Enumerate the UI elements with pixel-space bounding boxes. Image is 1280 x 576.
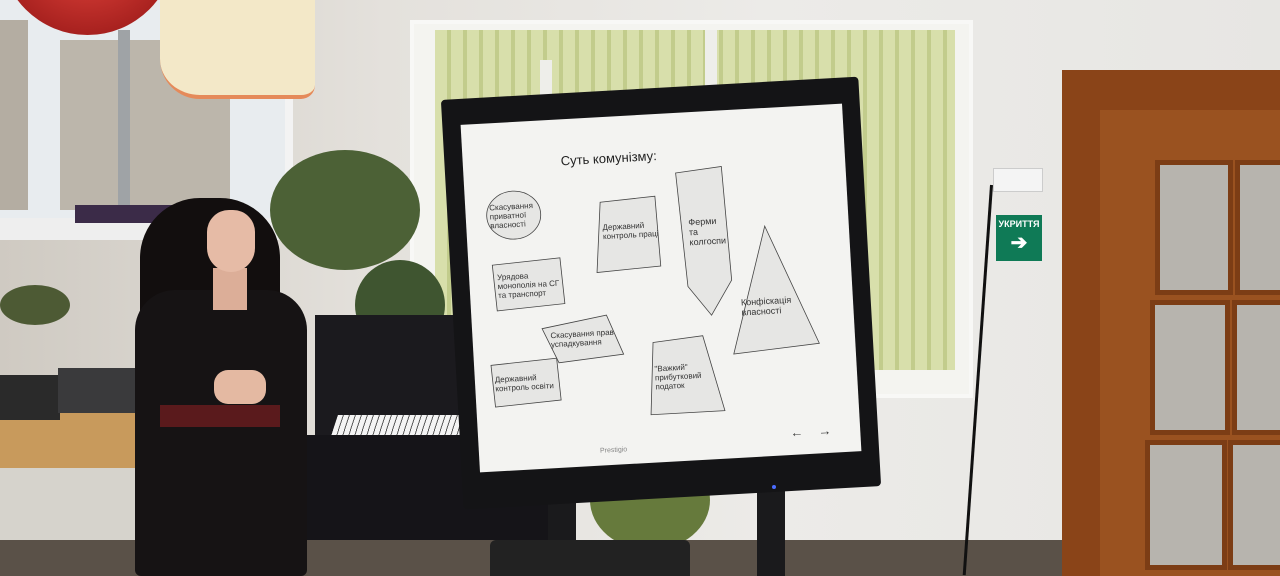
presenter-face xyxy=(207,210,255,272)
outside-building-left xyxy=(0,20,28,210)
shape-label-triangle: Конфіскація власності xyxy=(740,294,792,318)
mixer xyxy=(0,375,60,420)
pentagon-shape xyxy=(596,195,662,273)
tv-stand-right xyxy=(757,485,785,576)
drainpipe xyxy=(118,30,130,220)
shelter-sign-text: УКРИТТЯ xyxy=(998,219,1040,229)
door-glass-6 xyxy=(1228,440,1280,570)
triangle-shape xyxy=(733,224,820,355)
arrow-right-icon: ➔ xyxy=(1010,232,1028,254)
next-slide-button[interactable]: → xyxy=(817,422,832,439)
shape-label-pentagon: Державний контроль праці xyxy=(602,220,659,242)
door-glass-1 xyxy=(1155,160,1233,295)
door-glass-2 xyxy=(1235,160,1280,295)
rect-monopoly-shape xyxy=(491,257,566,312)
palm-plant xyxy=(270,150,420,270)
small-plant xyxy=(0,285,70,325)
presenter-neck xyxy=(213,268,247,310)
door-glass-3 xyxy=(1150,300,1230,435)
tv-brand-logo: Prestigio xyxy=(599,446,628,455)
audio-device xyxy=(58,368,138,413)
tv-stand-base xyxy=(490,540,690,576)
presenter-belt xyxy=(160,405,280,427)
shelter-sign: УКРИТТЯ ➔ xyxy=(996,215,1042,261)
shape-label-arrow: Ферми та колгоспи xyxy=(688,215,727,248)
trapezoid-shape xyxy=(541,314,625,364)
presentation-screen: Суть комунізму: Скасування приватної вла… xyxy=(460,103,862,473)
oval-shape xyxy=(486,190,542,240)
shape-label-education: Державний контроль освіти xyxy=(494,373,555,394)
prev-slide-button[interactable]: ← xyxy=(789,424,804,440)
shape-label-tax: "Важкий" прибутковий податок xyxy=(654,362,702,392)
presenter-dress xyxy=(135,290,307,576)
rect-education-shape xyxy=(490,357,562,408)
tv-power-led xyxy=(772,485,776,489)
cream-curtain xyxy=(160,0,315,99)
door-glass-4 xyxy=(1232,300,1280,435)
trapezoid-tax-shape xyxy=(650,335,726,416)
shape-label-monopoly: Урядова монополія на СГ та транспорт xyxy=(496,271,560,301)
arrow-pentagon-shape xyxy=(675,165,733,316)
shape-label-oval: Скасування приватної власності xyxy=(489,201,534,231)
slide-shapes xyxy=(486,165,820,416)
power-outlet xyxy=(993,168,1043,192)
door-glass-5 xyxy=(1145,440,1227,570)
presenter-hands xyxy=(214,370,266,404)
